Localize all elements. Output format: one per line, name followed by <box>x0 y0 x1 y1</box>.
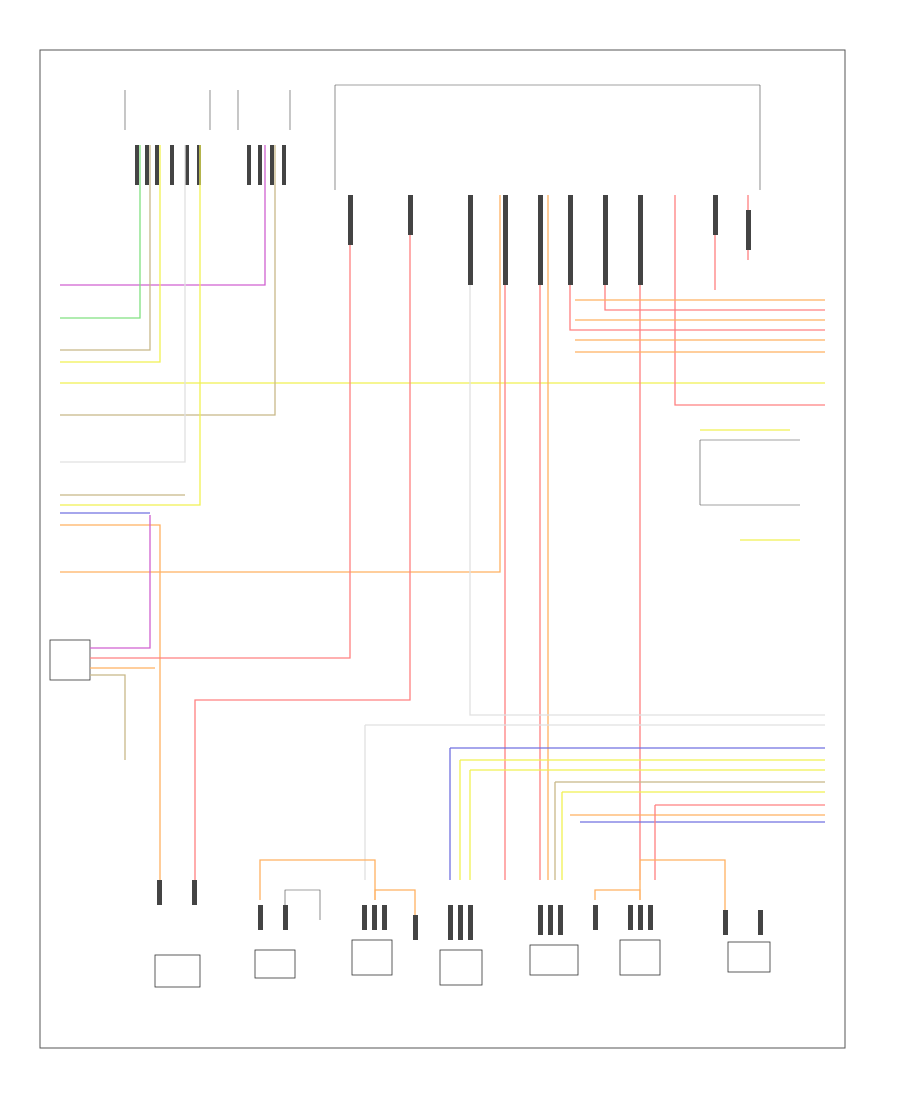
supply-wires <box>194 195 825 880</box>
pressure-sensor <box>439 949 483 986</box>
height-sensor-right-loop-b <box>639 859 726 910</box>
bottom-connectors <box>157 880 763 940</box>
ecm-left-module <box>49 195 351 760</box>
left-harness <box>60 145 825 880</box>
height-sensor-right <box>619 939 661 976</box>
height-sensor-right-loop-a <box>594 889 641 900</box>
fuse-box-top-left <box>124 90 211 185</box>
fuse-box-top-center <box>237 90 291 185</box>
eas-relay-bottom <box>154 954 201 988</box>
brake-switch <box>699 429 800 541</box>
top-fuse-connectors <box>348 195 751 285</box>
compressor-unit <box>529 944 579 976</box>
temp-sensor-loop <box>259 859 376 900</box>
height-sensor-left <box>351 939 393 976</box>
height-sensor-left-loop <box>374 889 416 920</box>
temp-sensor-bottom <box>254 949 296 979</box>
fuel-tank-sender <box>727 941 771 973</box>
temp-sensor-ground <box>284 889 321 920</box>
sensor-bus <box>364 724 825 880</box>
diagram-frame <box>39 49 846 1049</box>
fuse-box-top-right <box>334 84 761 190</box>
